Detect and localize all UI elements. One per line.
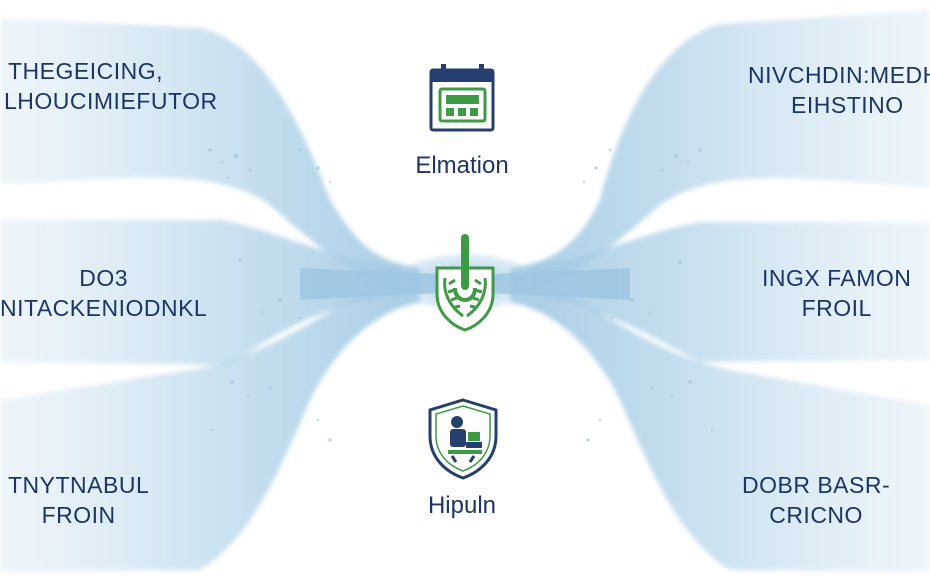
node-right-bottom-line2: CRICNO bbox=[769, 502, 863, 528]
node-left-bottom: TNYTNABUL FROIN bbox=[8, 470, 149, 530]
left-streams bbox=[0, 18, 420, 572]
node-right-bottom-line1: DOBR BASR- bbox=[742, 472, 891, 498]
spray-particles bbox=[208, 148, 714, 442]
node-left-bottom-line1: TNYTNABUL bbox=[8, 472, 150, 498]
node-left-top-line1: THEGEICING, bbox=[8, 58, 164, 84]
node-left-top: THEGEICING, LHOUCIMIEFUTOR bbox=[4, 56, 218, 116]
stream-right-top bbox=[510, 10, 930, 292]
center-top-label: Elmation bbox=[415, 152, 509, 179]
stream-right-middle bbox=[510, 222, 930, 362]
node-right-middle-line1: INGX FAMON bbox=[762, 265, 912, 291]
node-right-top-line2: EIHSTINO bbox=[791, 92, 904, 118]
shield-figure-icon bbox=[428, 398, 498, 480]
node-left-top-line2: LHOUCIMIEFUTOR bbox=[4, 88, 218, 114]
right-streams bbox=[510, 10, 930, 572]
calendar-icon bbox=[429, 64, 495, 132]
stream-right-bottom bbox=[510, 284, 930, 572]
node-right-bottom: DOBR BASR- CRICNO bbox=[742, 470, 890, 530]
node-left-bottom-line2: FROIN bbox=[41, 502, 116, 528]
shield-plant-icon bbox=[435, 234, 495, 332]
node-left-middle: DO3 NITACKENIODNKL bbox=[0, 263, 207, 323]
node-left-middle-line2: NITACKENIODNKL bbox=[0, 295, 208, 321]
stream-left-top bbox=[0, 18, 420, 292]
node-right-top: NIVCHDIN:MEDHI EIHSTINO bbox=[748, 60, 930, 120]
node-right-middle: INGX FAMON FROIL bbox=[762, 263, 911, 323]
node-right-top-line1: NIVCHDIN:MEDHI bbox=[748, 62, 930, 88]
stream-left-middle bbox=[0, 220, 420, 365]
center-bottom-label: Hipuln bbox=[427, 492, 497, 519]
stream-left-bottom bbox=[0, 284, 420, 572]
node-right-middle-line2: FROIL bbox=[801, 295, 872, 321]
node-left-middle-line1: DO3 bbox=[79, 265, 128, 291]
